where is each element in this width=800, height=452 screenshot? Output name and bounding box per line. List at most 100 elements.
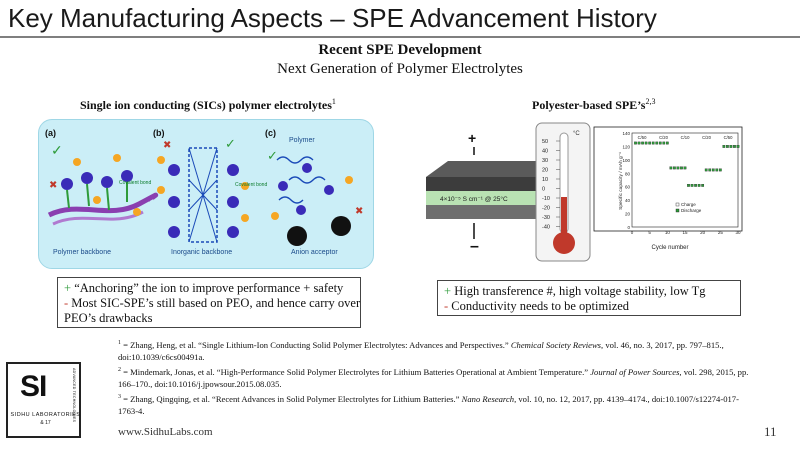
reference-3-tail: , vol. 10, no. 12, 2017, pp. 4139–4174.,… bbox=[118, 393, 739, 416]
discharge-point bbox=[729, 145, 733, 148]
legend-discharge: Discharge bbox=[681, 208, 702, 213]
polyester-figure-drawing: + 4×10⁻⁵ S cm⁻¹ @ 25°C – °C 50403020100-… bbox=[426, 122, 743, 262]
discharge-point bbox=[641, 141, 644, 145]
discharge-point bbox=[665, 141, 669, 145]
reference-3-journal: Nano Research bbox=[461, 393, 515, 404]
logo-vertical-text: ADVANCED TECHNOLOGIES bbox=[72, 368, 76, 423]
cross-mark-b: ✖ bbox=[163, 140, 171, 151]
reference-1-tail: , vol. 46, no. 3, 2017, pp. 797–815., do… bbox=[118, 339, 724, 362]
left-panel-title: Single ion conducting (SICs) polymer ele… bbox=[80, 97, 336, 113]
discharge-point bbox=[655, 141, 659, 145]
discharge-point bbox=[736, 145, 740, 148]
reference-1-num: 1 bbox=[118, 340, 121, 346]
fig-letter-c: (c) bbox=[265, 128, 276, 138]
logo-est: & 17 bbox=[40, 420, 51, 426]
thermometer-mercury bbox=[561, 197, 567, 235]
logo-name: SIDHU LABORATORIES bbox=[10, 412, 81, 418]
polymer-backbone-chain-2 bbox=[52, 210, 144, 226]
cell-cathode bbox=[426, 177, 546, 191]
right-bullet-2: - Conductivity needs to be optimized bbox=[444, 299, 734, 314]
right-panel-title-text: Polyester-based SPE’s bbox=[532, 98, 646, 112]
reference-2-tail: , vol. 298, 2015, pp. 166–170., doi:10.1… bbox=[118, 366, 749, 389]
discharge-point bbox=[694, 184, 697, 187]
discharge-point bbox=[718, 168, 722, 172]
plot-xtick-label: 20 bbox=[700, 230, 706, 235]
check-mark-a: ✓ bbox=[51, 144, 63, 159]
right-bullet-1: + High transference #, high voltage stab… bbox=[444, 284, 734, 299]
discharge-point bbox=[676, 166, 680, 170]
thermometer-tick-label: -30 bbox=[542, 215, 550, 221]
cross-mark-c: ✖ bbox=[355, 206, 363, 217]
thermometer-tick-label: -40 bbox=[542, 225, 550, 231]
footer-url[interactable]: www.SidhuLabs.com bbox=[118, 426, 213, 438]
thermometer-tick-label: 10 bbox=[542, 177, 548, 183]
thermometer-unit: °C bbox=[573, 131, 580, 137]
plot-rate-label: C/50 bbox=[638, 135, 648, 140]
cations-a bbox=[73, 154, 141, 216]
discharge-point bbox=[683, 166, 687, 170]
slide-title: Key Manufacturing Aspects – SPE Advancem… bbox=[8, 3, 657, 33]
thermometer-tick-label: -10 bbox=[542, 196, 550, 202]
anion-acceptors bbox=[287, 216, 351, 246]
logo-mark: SI bbox=[20, 370, 47, 403]
discharge-point bbox=[637, 141, 641, 145]
left-panel-title-text: Single ion conducting (SICs) polymer ele… bbox=[80, 98, 332, 112]
reference-3-text: = Zhang, Qingqing, et al. “Recent Advanc… bbox=[121, 393, 462, 404]
plot-rate-label: C/20 bbox=[702, 135, 712, 140]
left-bullet-1: + “Anchoring” the ion to improve perform… bbox=[64, 281, 354, 296]
plus-sign: + bbox=[444, 284, 452, 298]
discharge-point bbox=[662, 141, 666, 145]
reference-1-journal: Chemical Society Reviews bbox=[510, 339, 602, 350]
polymer-label: Polymer bbox=[289, 137, 315, 144]
discharge-point bbox=[722, 145, 726, 148]
inorganic-backbone-label: Inorganic backbone bbox=[171, 249, 232, 256]
fig-letter-b: (b) bbox=[153, 128, 165, 138]
cell-anode bbox=[426, 205, 546, 219]
right-bullet-1-text: High transference #, high voltage stabil… bbox=[454, 284, 706, 298]
thermometer-tick-label: 0 bbox=[542, 187, 545, 193]
discharge-point bbox=[701, 184, 705, 187]
title-divider bbox=[0, 36, 800, 38]
discharge-point bbox=[690, 184, 694, 187]
cell-electrolyte bbox=[426, 191, 546, 205]
reference-2-num: 2 bbox=[118, 366, 121, 373]
legend-charge-marker bbox=[675, 202, 680, 207]
polymer-backbone-chain bbox=[47, 192, 158, 218]
reference-2: 2 = Mindemark, Jonas, et al. “High-Perfo… bbox=[118, 364, 758, 390]
sic-figure: (a) ✓ ✖ Covalent bond Polymer backbone (… bbox=[38, 119, 374, 269]
plot-axes-frame bbox=[631, 132, 739, 228]
discharge-point bbox=[697, 184, 701, 187]
plot-ytick-label: 80 bbox=[625, 171, 631, 176]
discharge-point bbox=[733, 145, 736, 148]
plot-ytick-label: 100 bbox=[622, 158, 630, 163]
plot-xtick-label: 30 bbox=[735, 230, 741, 235]
thermometer-tick-label: 40 bbox=[542, 149, 548, 155]
right-bullets-box: + High transference #, high voltage stab… bbox=[437, 280, 741, 316]
discharge-point bbox=[680, 166, 683, 170]
left-bullet-3: PEO’s drawbacks bbox=[64, 311, 354, 326]
left-bullets-box: + “Anchoring” the ion to improve perform… bbox=[57, 277, 361, 328]
conductivity-label: 4×10⁻⁵ S cm⁻¹ @ 25°C bbox=[440, 195, 508, 203]
plot-xtick-label: 0 bbox=[631, 230, 634, 235]
discharge-point bbox=[669, 166, 673, 170]
section-heading: Recent SPE Development bbox=[318, 42, 482, 58]
discharge-point bbox=[651, 141, 655, 145]
thermometer-tick-label: 30 bbox=[542, 158, 548, 164]
cations-b bbox=[157, 156, 249, 222]
discharge-point bbox=[711, 168, 715, 172]
anion-acceptor-label: Anion acceptor bbox=[291, 249, 338, 256]
negative-terminal-icon: – bbox=[470, 238, 479, 255]
discharge-point bbox=[715, 168, 719, 172]
plot-xtick-label: 5 bbox=[648, 230, 651, 235]
discharge-point bbox=[726, 145, 729, 148]
left-bullet-2-text: Most SIC-SPE’s still based on PEO, and h… bbox=[71, 296, 361, 310]
sic-figure-drawing: (a) ✓ ✖ Covalent bond Polymer backbone (… bbox=[45, 128, 363, 256]
plot-ytick-label: 140 bbox=[622, 131, 630, 136]
covalent-bond-label-a: Covalent bond bbox=[119, 180, 151, 186]
cell-top-face bbox=[426, 161, 568, 177]
references: 1 = Zhang, Heng, et al. “Single Lithium-… bbox=[118, 337, 758, 418]
plot-ylabel: Specific capacity / mAh g⁻¹ bbox=[618, 152, 624, 210]
left-bullet-2: - Most SIC-SPE’s still based on PEO, and… bbox=[64, 296, 360, 311]
